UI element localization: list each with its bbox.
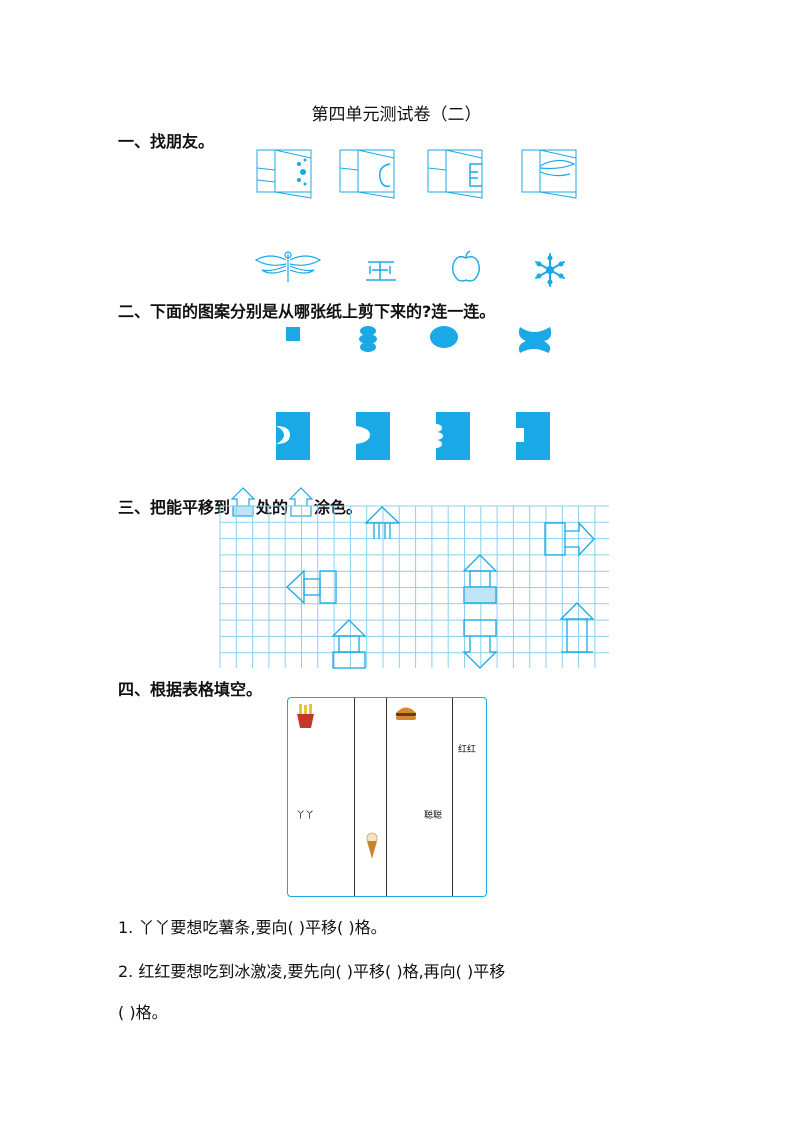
grid-shape-left-arrow	[286, 569, 337, 605]
section-1-heading: 一、找朋友。	[118, 132, 215, 151]
label-yaya: 丫丫	[296, 811, 315, 821]
paper-option-a	[276, 412, 310, 460]
apple-icon	[451, 250, 481, 282]
folded-paper-cake	[427, 149, 483, 199]
folded-paper-dragonfly	[521, 149, 577, 199]
dragonfly-icon	[254, 251, 322, 282]
pattern-bow	[518, 327, 552, 353]
ice-cream-icon	[366, 832, 378, 859]
column-divider	[386, 698, 387, 896]
label-congcong: 聪聪	[424, 811, 443, 821]
heading-text-before: 三、把能平移到	[118, 498, 231, 517]
section-4-heading: 四、根据表格填空。	[118, 680, 263, 699]
label-honghong: 红红	[458, 745, 477, 755]
folded-paper-snowflake	[256, 149, 312, 199]
paper-option-b	[356, 412, 390, 460]
grid-shape-down-arrow	[462, 619, 498, 669]
question-2-line-1: 2. 红红要想吃到冰激凌,要先向( )平移( )格,再向( )平移	[118, 962, 506, 981]
page-title: 第四单元测试卷（二）	[311, 105, 482, 125]
question-2-line-2: ( )格。	[118, 1003, 168, 1022]
fries-icon	[297, 704, 314, 728]
paper-option-d	[516, 412, 550, 460]
burger-icon	[396, 707, 416, 720]
heading-text-middle: 处的	[256, 498, 289, 517]
snowflake-icon	[535, 253, 565, 287]
grid-shape-house-bottom	[331, 619, 367, 669]
grid-shape-up-arrow-top	[364, 506, 401, 539]
translation-grid	[219, 505, 609, 669]
pattern-square	[286, 327, 300, 341]
folded-paper-apple	[339, 149, 395, 199]
grid-shape-right-arrow	[544, 521, 595, 557]
section-2-heading: 二、下面的图案分别是从哪张纸上剪下来的?连一连。	[118, 302, 496, 321]
map-table: 丫丫 红红 聪聪	[287, 697, 487, 897]
paper-option-c	[429, 412, 470, 460]
grid-shape-up-arrow-right	[559, 602, 595, 653]
pattern-blob	[430, 326, 458, 348]
pattern-three-ovals	[359, 326, 377, 352]
grid-shape-house-target	[462, 554, 498, 604]
cake-cutout-icon	[366, 261, 396, 281]
question-1: 1. 丫丫要想吃薯条,要向( )平移( )格。	[118, 918, 387, 937]
folded-paper-options	[276, 412, 550, 460]
column-divider	[452, 698, 453, 896]
column-divider	[354, 698, 355, 896]
cut-patterns-row	[286, 326, 552, 353]
snowflake-half-icon	[297, 158, 307, 186]
